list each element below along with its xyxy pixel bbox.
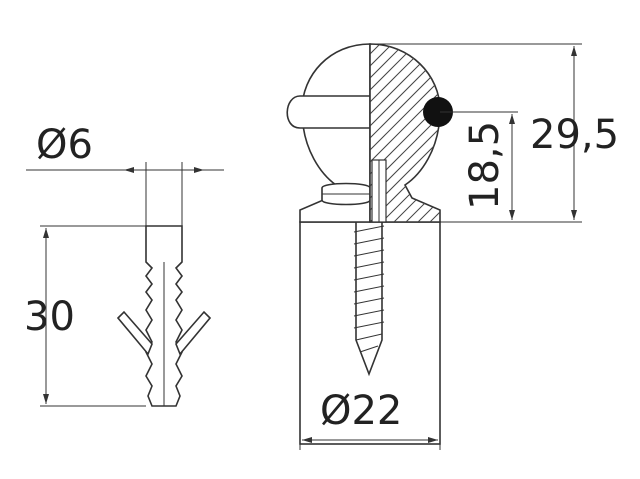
knob-band	[286, 95, 371, 129]
overall-height-label: 29,5	[530, 112, 619, 158]
anchor-diameter-label: Ø6	[36, 122, 93, 168]
rubber-ball	[423, 97, 453, 127]
knob-assembly: Ø22 18,5 29,5	[286, 43, 619, 450]
anchor-barb-left	[116, 310, 153, 356]
anchor-barb-right	[175, 310, 212, 356]
knob-section	[369, 43, 441, 223]
wall-anchor: Ø6 30	[24, 122, 224, 407]
groove-height-label: 18,5	[462, 121, 508, 210]
anchor-length-label: 30	[24, 294, 75, 340]
base-diameter-label: Ø22	[320, 388, 402, 434]
